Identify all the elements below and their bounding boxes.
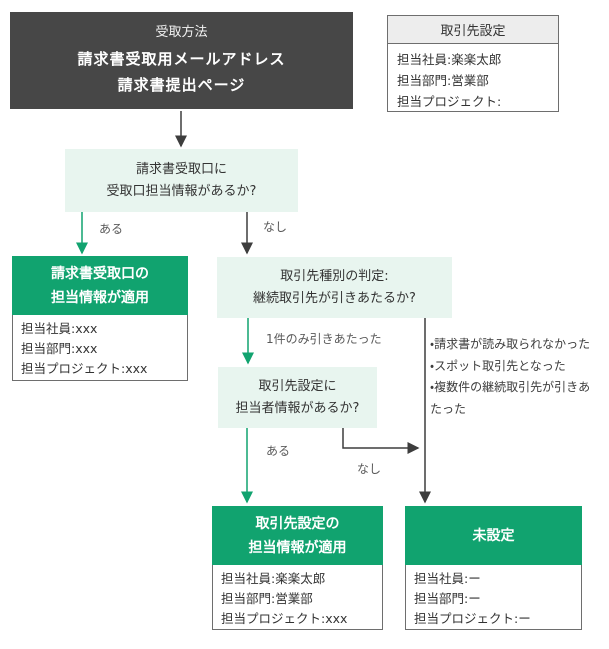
partner-settings-box: 取引先設定 担当社員:楽楽太郎 担当部門:営業部 担当プロジェクト:: [387, 15, 559, 112]
result-partner-applied-title: 取引先設定の 担当情報が適用: [212, 506, 383, 565]
result-receipt-applied-row-department: 担当部門:xxx: [21, 341, 98, 356]
edge-label-none-2: なし: [357, 462, 382, 476]
partner-settings-title: 取引先設定: [388, 16, 558, 44]
edge-label-has-1: ある: [99, 222, 124, 236]
result-partner-applied: 取引先設定の 担当情報が適用 担当社員:楽楽太郎 担当部門:営業部 担当プロジェ…: [212, 506, 383, 630]
partner-settings-row-employee: 担当社員:楽楽太郎: [397, 52, 502, 67]
decision-partner-info-line1: 取引先設定に: [258, 378, 337, 394]
result-unset: 未設定 担当社員:ー 担当部門:ー 担当プロジェクト:ー: [405, 506, 582, 630]
branch-note-line-2: ・スポット取引先となった: [430, 358, 566, 373]
partner-settings-body: 担当社員:楽楽太郎 担当部門:営業部 担当プロジェクト:: [388, 44, 558, 112]
result-receipt-applied: 請求書受取口の 担当情報が適用 担当社員:xxx 担当部門:xxx 担当プロジェ…: [12, 256, 188, 381]
start-node-title-line2: 請求書提出ページ: [117, 76, 246, 94]
result-partner-applied-body: 担当社員:楽楽太郎 担当部門:営業部 担当プロジェクト:xxx: [212, 565, 383, 630]
branch-note-line-4: たった: [430, 401, 467, 416]
decision-partner-type-line2: 継続取引先が引きあたるか?: [253, 290, 416, 306]
result-receipt-applied-body: 担当社員:xxx 担当部門:xxx 担当プロジェクト:xxx: [12, 315, 188, 381]
result-receipt-applied-title-line2: 担当情報が適用: [51, 289, 149, 306]
result-unset-row-employee: 担当社員:ー: [414, 571, 481, 586]
result-unset-body: 担当社員:ー 担当部門:ー 担当プロジェクト:ー: [405, 565, 582, 630]
result-partner-applied-title-line1: 取引先設定の: [255, 515, 340, 532]
edge-label-single-match: 1件のみ引きあたった: [266, 332, 382, 346]
branch-note-line-1: ・請求書が読み取られなかった: [430, 337, 591, 351]
branch-notes: ・請求書が読み取られなかった ・スポット取引先となった ・複数件の継続取引先が引…: [430, 334, 608, 420]
result-unset-title: 未設定: [472, 527, 515, 544]
result-receipt-applied-title-line1: 請求書受取口の: [51, 265, 149, 282]
partner-settings-row-project: 担当プロジェクト:: [397, 94, 502, 109]
result-receipt-applied-row-employee: 担当社員:xxx: [21, 321, 98, 336]
start-node-receipt-method: 受取方法 請求書受取用メールアドレス 請求書提出ページ: [10, 12, 353, 109]
result-unset-row-project: 担当プロジェクト:ー: [414, 611, 531, 626]
result-unset-row-department: 担当部門:ー: [414, 591, 481, 606]
start-node-title-line1: 請求書受取用メールアドレス: [77, 50, 286, 68]
result-receipt-applied-row-project: 担当プロジェクト:xxx: [21, 361, 148, 376]
result-partner-applied-row-employee: 担当社員:楽楽太郎: [221, 571, 326, 586]
result-partner-applied-title-line2: 担当情報が適用: [248, 539, 347, 556]
decision-partner-info: 取引先設定に 担当者情報があるか?: [218, 367, 377, 428]
edge-label-none-1: なし: [263, 220, 288, 234]
result-receipt-applied-title: 請求書受取口の 担当情報が適用: [12, 256, 188, 315]
decision-receipt-info-line1: 請求書受取口に: [135, 161, 227, 177]
result-partner-applied-row-department: 担当部門:営業部: [221, 591, 313, 606]
decision-partner-info-line2: 担当者情報があるか?: [235, 400, 360, 416]
arrow-partner-info-none: [342, 428, 420, 454]
decision-receipt-info: 請求書受取口に 受取口担当情報があるか?: [65, 149, 298, 212]
decision-receipt-info-line2: 受取口担当情報があるか?: [106, 183, 257, 199]
result-partner-applied-row-project: 担当プロジェクト:xxx: [221, 611, 348, 626]
decision-partner-type-line1: 取引先種別の判定:: [280, 268, 389, 284]
edge-label-has-2: ある: [266, 444, 291, 458]
decision-partner-type: 取引先種別の判定: 継続取引先が引きあたるか?: [217, 257, 452, 318]
result-unset-title-wrap: 未設定: [405, 506, 582, 565]
branch-note-line-3: ・複数件の継続取引先が引きあ: [430, 380, 591, 394]
partner-settings-row-department: 担当部門:営業部: [397, 73, 489, 88]
start-node-subtitle: 受取方法: [155, 25, 208, 40]
